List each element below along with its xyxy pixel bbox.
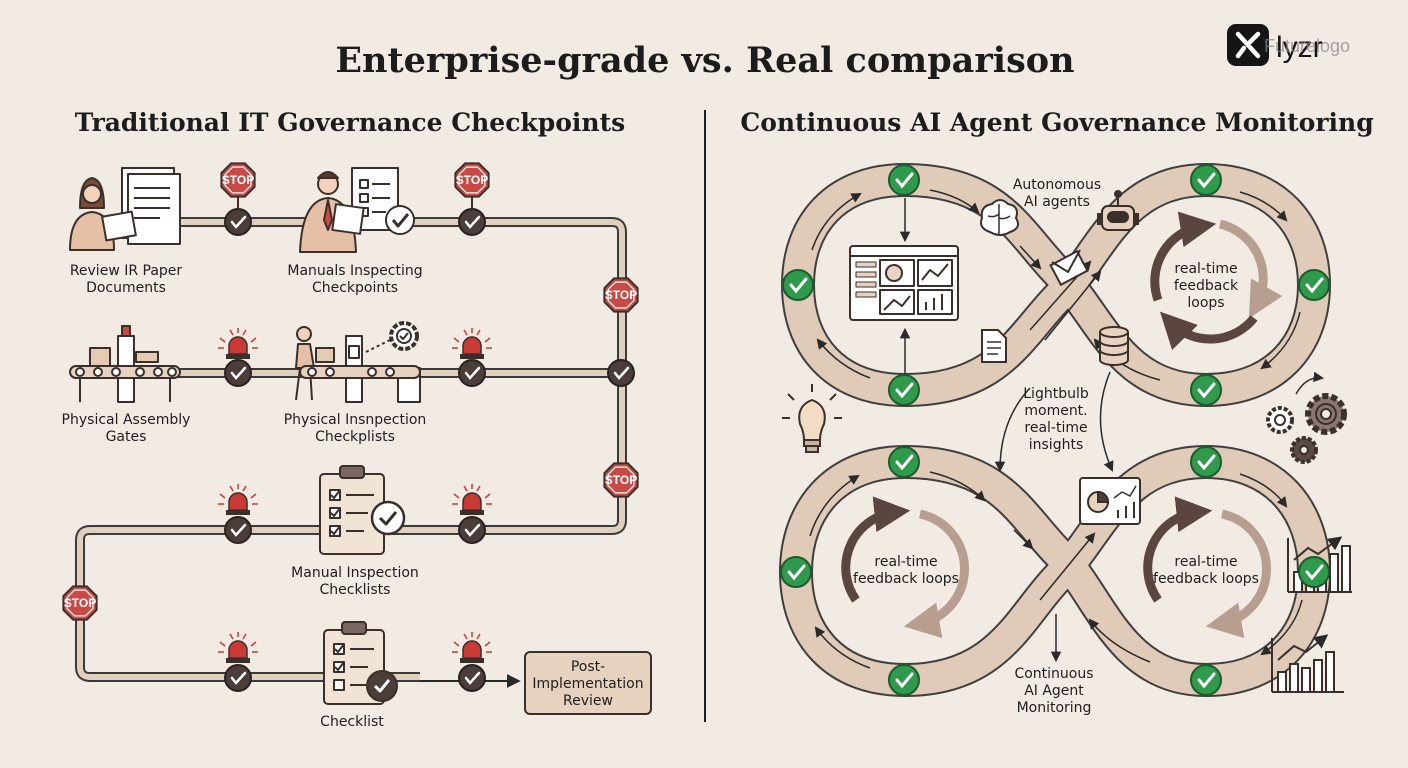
logo-wordmark: lyzr	[1276, 31, 1323, 64]
green-check-icon	[1190, 664, 1222, 696]
database-icon	[1099, 326, 1129, 366]
alarm-light-icon	[218, 632, 258, 663]
label-checklist: Checklist	[320, 714, 384, 730]
label-monitoring-2: AI Agent	[1024, 683, 1084, 699]
label-monitoring-1: Continuous	[1014, 666, 1093, 682]
label-loops-br-2: feedback loops	[1153, 571, 1259, 587]
feedback-loop-bottom-left	[841, 496, 969, 639]
checkpoint-check-icon	[458, 359, 486, 387]
stop-sign-text: STOP	[456, 173, 488, 187]
alarm-light-icon	[452, 328, 492, 359]
checkpoint-check-icon	[458, 664, 486, 692]
label-autonomous-2: AI agents	[1024, 194, 1090, 210]
checkpoint-check-icon	[224, 516, 252, 544]
label-physical-assembly-1: Physical Assembly	[62, 412, 191, 428]
label-lightbulb-1: Lightbulb	[1023, 386, 1089, 402]
checkpoint-check-icon	[458, 516, 486, 544]
dashboard-panel-icon	[849, 245, 959, 321]
label-loops-br-1: real-time	[1174, 554, 1237, 570]
alarm-light-icon	[452, 632, 492, 663]
label-manual-inspection-1: Manual Inspection	[291, 565, 419, 581]
green-check-icon	[782, 269, 814, 301]
inspector-man-icon	[299, 167, 415, 253]
checkpoint-check-icon	[224, 208, 252, 236]
post-implementation-review: Post- Implementation Review	[524, 651, 652, 715]
stop-sign-icon: STOP	[62, 585, 98, 621]
label-loops-top-3: loops	[1187, 295, 1224, 311]
label-loops-bl-2: feedback loops	[853, 571, 959, 587]
green-check-icon	[780, 556, 812, 588]
green-check-icon	[888, 164, 920, 196]
label-manuals-inspecting-1: Manuals Inspecting	[287, 263, 422, 279]
envelope-icon	[1049, 249, 1089, 287]
green-check-icon	[1298, 269, 1330, 301]
stop-sign-text: STOP	[605, 473, 637, 487]
inspection-conveyor-icon	[295, 321, 421, 403]
left-section-title: Traditional IT Governance Checkpoints	[75, 108, 625, 137]
brain-icon	[980, 199, 1019, 236]
label-physical-inspection-2: Checkplists	[315, 429, 395, 445]
label-loops-top-2: feedback	[1174, 278, 1239, 294]
checkpoint-check-icon	[224, 664, 252, 692]
logo-overlay-text: Futurelogo	[1264, 36, 1350, 56]
bar-chart-icon-lower	[1271, 634, 1344, 693]
alarm-light-icon	[218, 328, 258, 359]
checkpoint-check-icon	[607, 359, 635, 387]
lightbulb-icon	[782, 384, 842, 453]
stop-sign-icon: STOP	[220, 162, 256, 198]
label-lightbulb-3: real-time	[1024, 420, 1087, 436]
green-check-icon	[1190, 374, 1222, 406]
label-lightbulb-2: moment.	[1024, 403, 1087, 419]
alarm-light-icon	[452, 484, 492, 515]
green-check-icon	[888, 446, 920, 478]
label-physical-assembly-2: Gates	[106, 429, 147, 445]
gears-icon	[1266, 371, 1347, 464]
label-manual-inspection-2: Checklists	[320, 582, 391, 598]
green-check-icon	[888, 664, 920, 696]
page-title: Enterprise-grade vs. Real comparison	[335, 40, 1074, 81]
label-autonomous-1: Autonomous	[1013, 177, 1101, 193]
right-section-title: Continuous AI Agent Governance Monitorin…	[740, 108, 1373, 137]
stop-sign-icon: STOP	[603, 462, 639, 498]
clipboard-checklist-icon	[319, 465, 406, 555]
label-loops-bl-1: real-time	[874, 554, 937, 570]
label-manuals-inspecting-2: Checkpoints	[312, 280, 398, 296]
lyzr-logo: lyzr Futurelogo	[1227, 24, 1350, 66]
stop-sign-icon: STOP	[454, 162, 490, 198]
feedback-loop-top	[1150, 211, 1283, 351]
checkpoint-marks: STOP STOP STOP STOP STOP	[62, 162, 639, 692]
green-checkmarks	[780, 164, 1330, 696]
checkpoint-check-icon	[458, 208, 486, 236]
label-lightbulb-4: insights	[1029, 437, 1084, 453]
green-check-icon	[1190, 446, 1222, 478]
checkpoint-check-icon	[224, 359, 252, 387]
alarm-light-icon	[218, 484, 258, 515]
label-loops-top-1: real-time	[1174, 261, 1237, 277]
assembly-conveyor-icon	[69, 325, 181, 403]
label-review-paper-2: Documents	[86, 280, 166, 296]
green-check-icon	[888, 374, 920, 406]
review-line-1: Post-	[571, 659, 605, 675]
stop-sign-icon: STOP	[603, 277, 639, 313]
review-line-2: Implementation	[532, 676, 643, 692]
label-monitoring-3: Monitoring	[1017, 700, 1092, 716]
checklist-icon	[323, 621, 398, 705]
green-check-icon	[1190, 164, 1222, 196]
document-icon	[981, 329, 1007, 363]
label-review-paper-1: Review IR Paper	[70, 263, 183, 279]
analytics-card-icon	[1079, 477, 1141, 525]
person-reviewing-icon	[69, 167, 181, 251]
green-check-icon	[1298, 556, 1330, 588]
robot-icon	[1097, 190, 1139, 231]
feedback-loop-bottom-right	[1143, 496, 1271, 639]
stop-sign-text: STOP	[64, 596, 96, 610]
review-line-3: Review	[563, 693, 613, 709]
stop-sign-text: STOP	[605, 288, 637, 302]
label-physical-inspection-1: Physical Insnpection	[284, 412, 427, 428]
stop-sign-text: STOP	[222, 173, 254, 187]
